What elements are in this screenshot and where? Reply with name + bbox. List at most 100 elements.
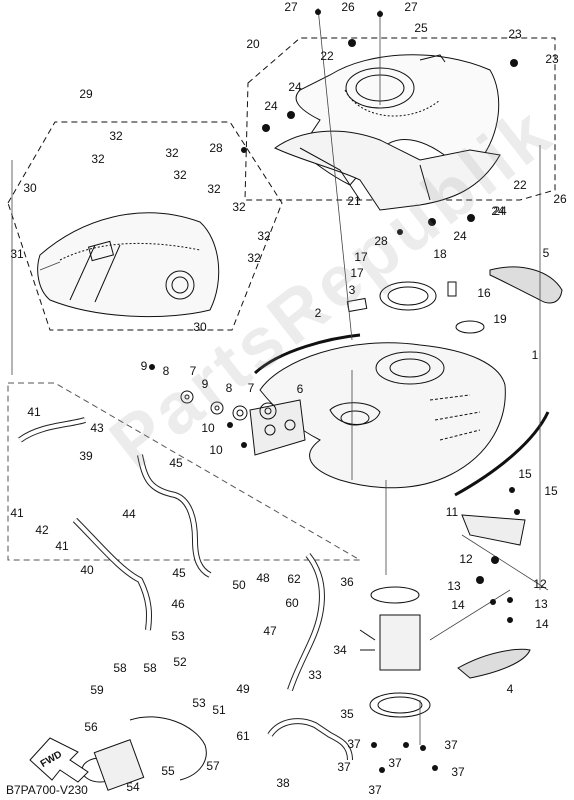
callout-label[interactable]: 33 <box>308 668 322 682</box>
callout-label[interactable]: 44 <box>122 507 136 521</box>
callout-label[interactable]: 27 <box>284 0 298 14</box>
callout-label[interactable]: 25 <box>414 21 428 35</box>
callout-label[interactable]: 4 <box>506 682 514 696</box>
callout-label[interactable]: 2 <box>314 306 322 320</box>
callout-label[interactable]: 12 <box>459 552 473 566</box>
callout-label[interactable]: 15 <box>544 484 558 498</box>
fuel-pump <box>359 586 431 718</box>
callout-label[interactable]: 61 <box>236 729 250 743</box>
callout-label[interactable]: 17 <box>354 250 368 264</box>
callout-label[interactable]: 35 <box>340 707 354 721</box>
callout-label[interactable]: 58 <box>113 661 127 675</box>
callout-label[interactable]: 32 <box>109 129 123 143</box>
callout-label[interactable]: 30 <box>193 320 207 334</box>
callout-label[interactable]: 47 <box>263 624 277 638</box>
callout-label[interactable]: 45 <box>169 456 183 470</box>
callout-label[interactable]: 6 <box>296 382 304 396</box>
callout-label[interactable]: 20 <box>246 37 260 51</box>
callout-label[interactable]: 37 <box>444 738 458 752</box>
callout-label[interactable]: 23 <box>508 27 522 41</box>
callout-label[interactable]: 57 <box>206 759 220 773</box>
callout-label[interactable]: 37 <box>451 765 465 779</box>
callout-label[interactable]: 32 <box>257 229 271 243</box>
callout-label[interactable]: 51 <box>212 703 226 717</box>
callout-label[interactable]: 30 <box>23 181 37 195</box>
callout-label[interactable]: 53 <box>192 696 206 710</box>
callout-label[interactable]: 36 <box>340 575 354 589</box>
callout-label[interactable]: 7 <box>189 364 197 378</box>
callout-label[interactable]: 24 <box>264 99 278 113</box>
callout-label[interactable]: 45 <box>172 566 186 580</box>
callout-label[interactable]: 37 <box>368 783 382 797</box>
callout-label[interactable]: 41 <box>10 506 24 520</box>
callout-label[interactable]: 22 <box>513 178 527 192</box>
callout-label[interactable]: 21 <box>347 194 361 208</box>
callout-label[interactable]: 13 <box>534 597 548 611</box>
callout-label[interactable]: 24 <box>288 80 302 94</box>
callout-label[interactable]: 13 <box>447 579 461 593</box>
callout-label[interactable]: 54 <box>126 780 140 794</box>
callout-label[interactable]: 31 <box>10 247 24 261</box>
callout-label[interactable]: 41 <box>27 405 41 419</box>
callout-label[interactable]: 32 <box>91 152 105 166</box>
callout-label[interactable]: 12 <box>533 577 547 591</box>
callout-label[interactable]: 3 <box>348 283 356 297</box>
callout-label[interactable]: 26 <box>553 192 567 206</box>
callout-label[interactable]: 8 <box>162 364 170 378</box>
callout-label[interactable]: 5 <box>542 246 550 260</box>
callout-label[interactable]: 42 <box>35 523 49 537</box>
callout-label[interactable]: 14 <box>451 598 465 612</box>
callout-label[interactable]: 15 <box>518 467 532 481</box>
callout-label[interactable]: 27 <box>404 0 418 14</box>
callout-label[interactable]: 23 <box>545 52 559 66</box>
callout-label[interactable]: 62 <box>287 572 301 586</box>
callout-label[interactable]: 34 <box>333 643 347 657</box>
callout-label[interactable]: 49 <box>236 682 250 696</box>
callout-label[interactable]: 16 <box>477 286 491 300</box>
callout-label[interactable]: 59 <box>90 683 104 697</box>
callout-label[interactable]: 37 <box>388 756 402 770</box>
seal-19 <box>455 320 485 334</box>
callout-label[interactable]: 37 <box>347 737 361 751</box>
callout-label[interactable]: 39 <box>79 449 93 463</box>
callout-label[interactable]: 32 <box>207 182 221 196</box>
callout-label[interactable]: 28 <box>209 141 223 155</box>
callout-label[interactable]: 17 <box>350 266 364 280</box>
callout-label[interactable]: 46 <box>171 597 185 611</box>
callout-label[interactable]: 9 <box>201 377 209 391</box>
callout-label[interactable]: 22 <box>320 49 334 63</box>
callout-label[interactable]: 55 <box>161 764 175 778</box>
callout-label[interactable]: 58 <box>143 661 157 675</box>
callout-label[interactable]: 14 <box>535 617 549 631</box>
callout-label[interactable]: 32 <box>173 168 187 182</box>
callout-label[interactable]: 40 <box>80 563 94 577</box>
callout-label[interactable]: 53 <box>171 629 185 643</box>
callout-label[interactable]: 24 <box>453 229 467 243</box>
callout-label[interactable]: 52 <box>173 655 187 669</box>
callout-label[interactable]: 48 <box>256 571 270 585</box>
callout-label[interactable]: 1 <box>531 348 539 362</box>
callout-label[interactable]: 24 <box>493 204 507 218</box>
callout-label[interactable]: 41 <box>55 539 69 553</box>
callout-label[interactable]: 56 <box>84 720 98 734</box>
callout-label[interactable]: 60 <box>285 596 299 610</box>
callout-label[interactable]: 32 <box>165 146 179 160</box>
callout-label[interactable]: 18 <box>433 247 447 261</box>
callout-label[interactable]: 38 <box>276 776 290 790</box>
callout-label[interactable]: 37 <box>337 760 351 774</box>
callout-label[interactable]: 19 <box>493 312 507 326</box>
callout-label[interactable]: 50 <box>232 578 246 592</box>
callout-label[interactable]: 7 <box>247 381 255 395</box>
callout-label[interactable]: 10 <box>209 443 223 457</box>
callout-label[interactable]: 28 <box>374 234 388 248</box>
callout-label[interactable]: 26 <box>341 0 355 14</box>
callout-label[interactable]: 8 <box>225 381 233 395</box>
callout-label[interactable]: 9 <box>140 359 148 373</box>
callout-label[interactable]: 43 <box>90 421 104 435</box>
callout-label[interactable]: 32 <box>232 200 246 214</box>
callout-label[interactable]: 10 <box>201 421 215 435</box>
callout-label[interactable]: 29 <box>79 87 93 101</box>
callout-label[interactable]: 11 <box>445 505 459 519</box>
callout-label[interactable]: 24 <box>491 204 505 218</box>
callout-label[interactable]: 32 <box>247 251 261 265</box>
